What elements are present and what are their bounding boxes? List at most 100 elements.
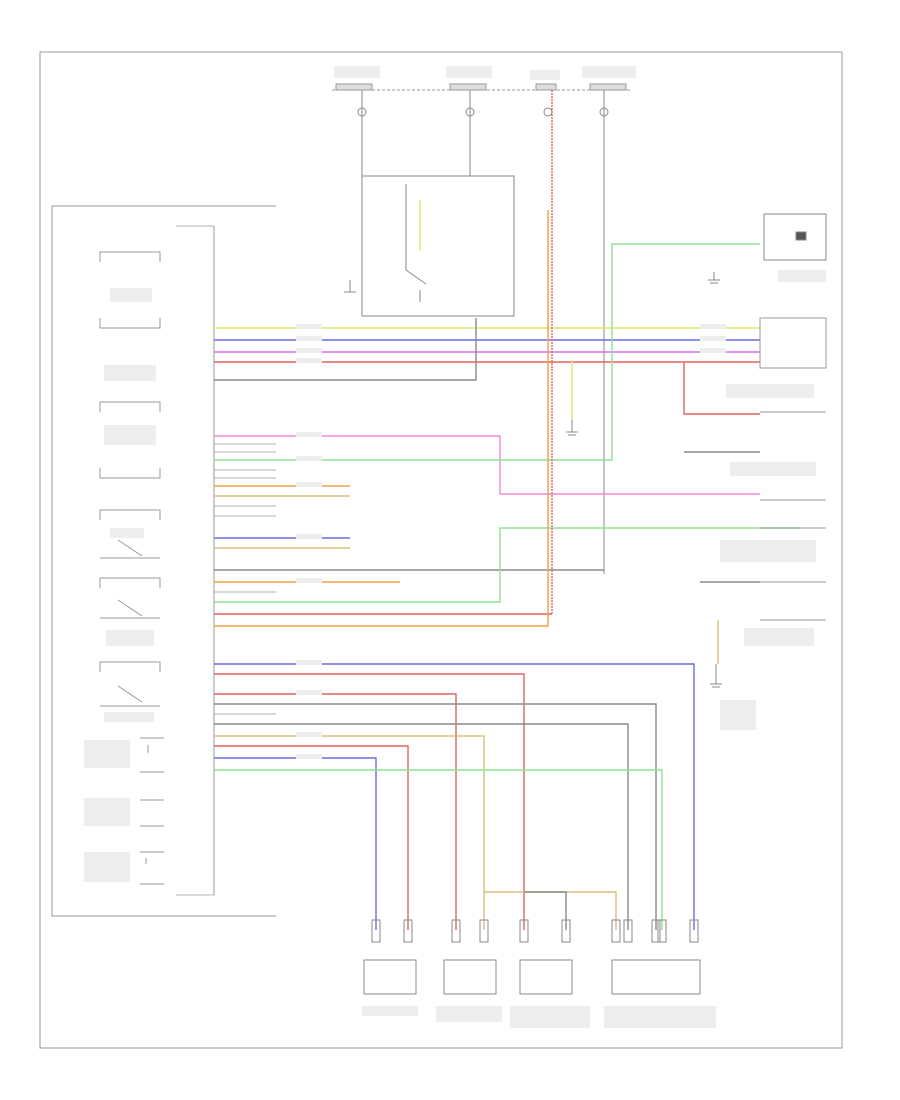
- actuator-label-1: [362, 1006, 418, 1016]
- actuator-pin: [623, 919, 633, 943]
- air-mix-door-actuator: [443, 959, 497, 995]
- intake-door-actuator: [519, 959, 573, 995]
- wire-blue-lower: [214, 663, 695, 930]
- wire-tag: [296, 324, 322, 329]
- wire-gray-top: [214, 318, 477, 381]
- symbol-label-block-4: [110, 528, 144, 538]
- blower-switch-symbol: [99, 401, 161, 479]
- actuator-pin: [403, 919, 413, 943]
- right-labels: [720, 270, 826, 730]
- actuator-pin: [611, 919, 621, 943]
- wire-tag: [296, 732, 322, 737]
- right-label-4: [744, 628, 814, 646]
- module-internal-symbols: [99, 251, 164, 885]
- symbol-label-block-6: [104, 712, 154, 722]
- right-label-5: [720, 700, 756, 730]
- fuse-box-3: [535, 83, 557, 91]
- actuator-label-3: [510, 1006, 590, 1028]
- actuator-pin: [651, 919, 661, 943]
- mode-door-actuator: [363, 959, 417, 995]
- wire-tag: [296, 482, 322, 487]
- wire-tag: [296, 534, 322, 539]
- relay-contact: [405, 269, 427, 302]
- defrost-switch-symbol: [140, 799, 164, 827]
- recirc-switch-symbol: [99, 661, 161, 707]
- wire-tag: [700, 348, 726, 353]
- wire-tag: [296, 754, 322, 759]
- wire-tag: [296, 578, 322, 583]
- ground-symbol: [710, 664, 722, 688]
- fuse-box-2: [449, 83, 487, 91]
- mode-switch-symbol: [140, 737, 164, 773]
- wire-tag: [700, 324, 726, 329]
- pressure-sensor: [763, 213, 827, 261]
- wire-tan-cross: [484, 891, 617, 930]
- symbol-label-block-1: [110, 288, 152, 302]
- symbol-label-block-5: [106, 630, 154, 646]
- actuator-pin: [519, 919, 529, 943]
- actuator-labels: [362, 1006, 716, 1028]
- fuse-label-1: [334, 66, 380, 78]
- wire-orange-3: [214, 210, 549, 627]
- actuator-pin: [371, 919, 381, 943]
- fuse-boxes: [332, 83, 630, 91]
- symbol-label-block-3: [104, 425, 156, 445]
- fuse-label-4: [582, 66, 636, 78]
- fuse-3-symbol: [543, 107, 553, 117]
- right-label-2: [730, 462, 816, 476]
- wire-gray-lower-2: [214, 723, 629, 930]
- vent-door-actuator: [611, 959, 701, 995]
- right-label-3: [720, 540, 816, 562]
- symbol-label-block-8: [84, 798, 130, 826]
- actuator-pin: [561, 919, 571, 943]
- actuator-connectors: [363, 919, 701, 995]
- fuse-drops: [357, 90, 609, 574]
- pressure-switch-symbol: [99, 251, 161, 329]
- pressure-sensor-connector: [763, 213, 827, 261]
- wire-gray-lower: [214, 703, 657, 930]
- relay-block: [344, 175, 515, 317]
- wire-green-2: [214, 527, 800, 603]
- symbol-label-block-7: [84, 740, 130, 768]
- actuator-label-4: [604, 1006, 716, 1028]
- ground-symbol: [566, 420, 578, 436]
- wire-gray-cross: [524, 891, 567, 930]
- module-pin-ticks: [214, 443, 276, 715]
- fuse-2-symbol: [465, 107, 475, 117]
- pressure-sensor-body: [795, 231, 807, 241]
- wire-tag: [296, 432, 322, 437]
- actuator-pin: [479, 919, 489, 943]
- module-symbol-text: [84, 288, 156, 882]
- symbol-label-block-9: [84, 852, 130, 882]
- ac-switch-symbol: [140, 851, 164, 885]
- fuse-label-2: [446, 66, 492, 78]
- wire-tag: [296, 348, 322, 353]
- temperature-sensor-symbol: [99, 509, 161, 559]
- wire-red-right: [683, 362, 760, 415]
- fuse-box-4: [589, 83, 627, 91]
- actuator-pin: [657, 919, 667, 943]
- wire-tag: [296, 660, 322, 665]
- fuse-4-symbol: [599, 107, 609, 117]
- fuse-1-symbol: [357, 107, 367, 117]
- wire-tag: [296, 358, 322, 363]
- relay-box: [361, 175, 515, 317]
- actuator-label-2: [436, 1006, 502, 1022]
- wire-tan-lower: [214, 735, 485, 930]
- symbol-label-block-2: [104, 365, 156, 381]
- right-label-6: [778, 270, 826, 282]
- blower-motor-symbol: [99, 577, 161, 619]
- ground-symbols: [566, 272, 722, 688]
- wire-red-lower-2: [214, 693, 457, 930]
- relay-ground: [344, 280, 356, 293]
- control-module-outline: [51, 205, 276, 917]
- right-label-1: [726, 384, 814, 398]
- wire-tag: [296, 336, 322, 341]
- ground-symbol: [708, 272, 720, 284]
- diagram-border: [39, 51, 843, 1049]
- actuator-pin: [451, 919, 461, 943]
- fuse-box-1: [335, 83, 373, 91]
- wire-red-lower-3: [214, 745, 409, 930]
- wire-tags: [296, 324, 726, 759]
